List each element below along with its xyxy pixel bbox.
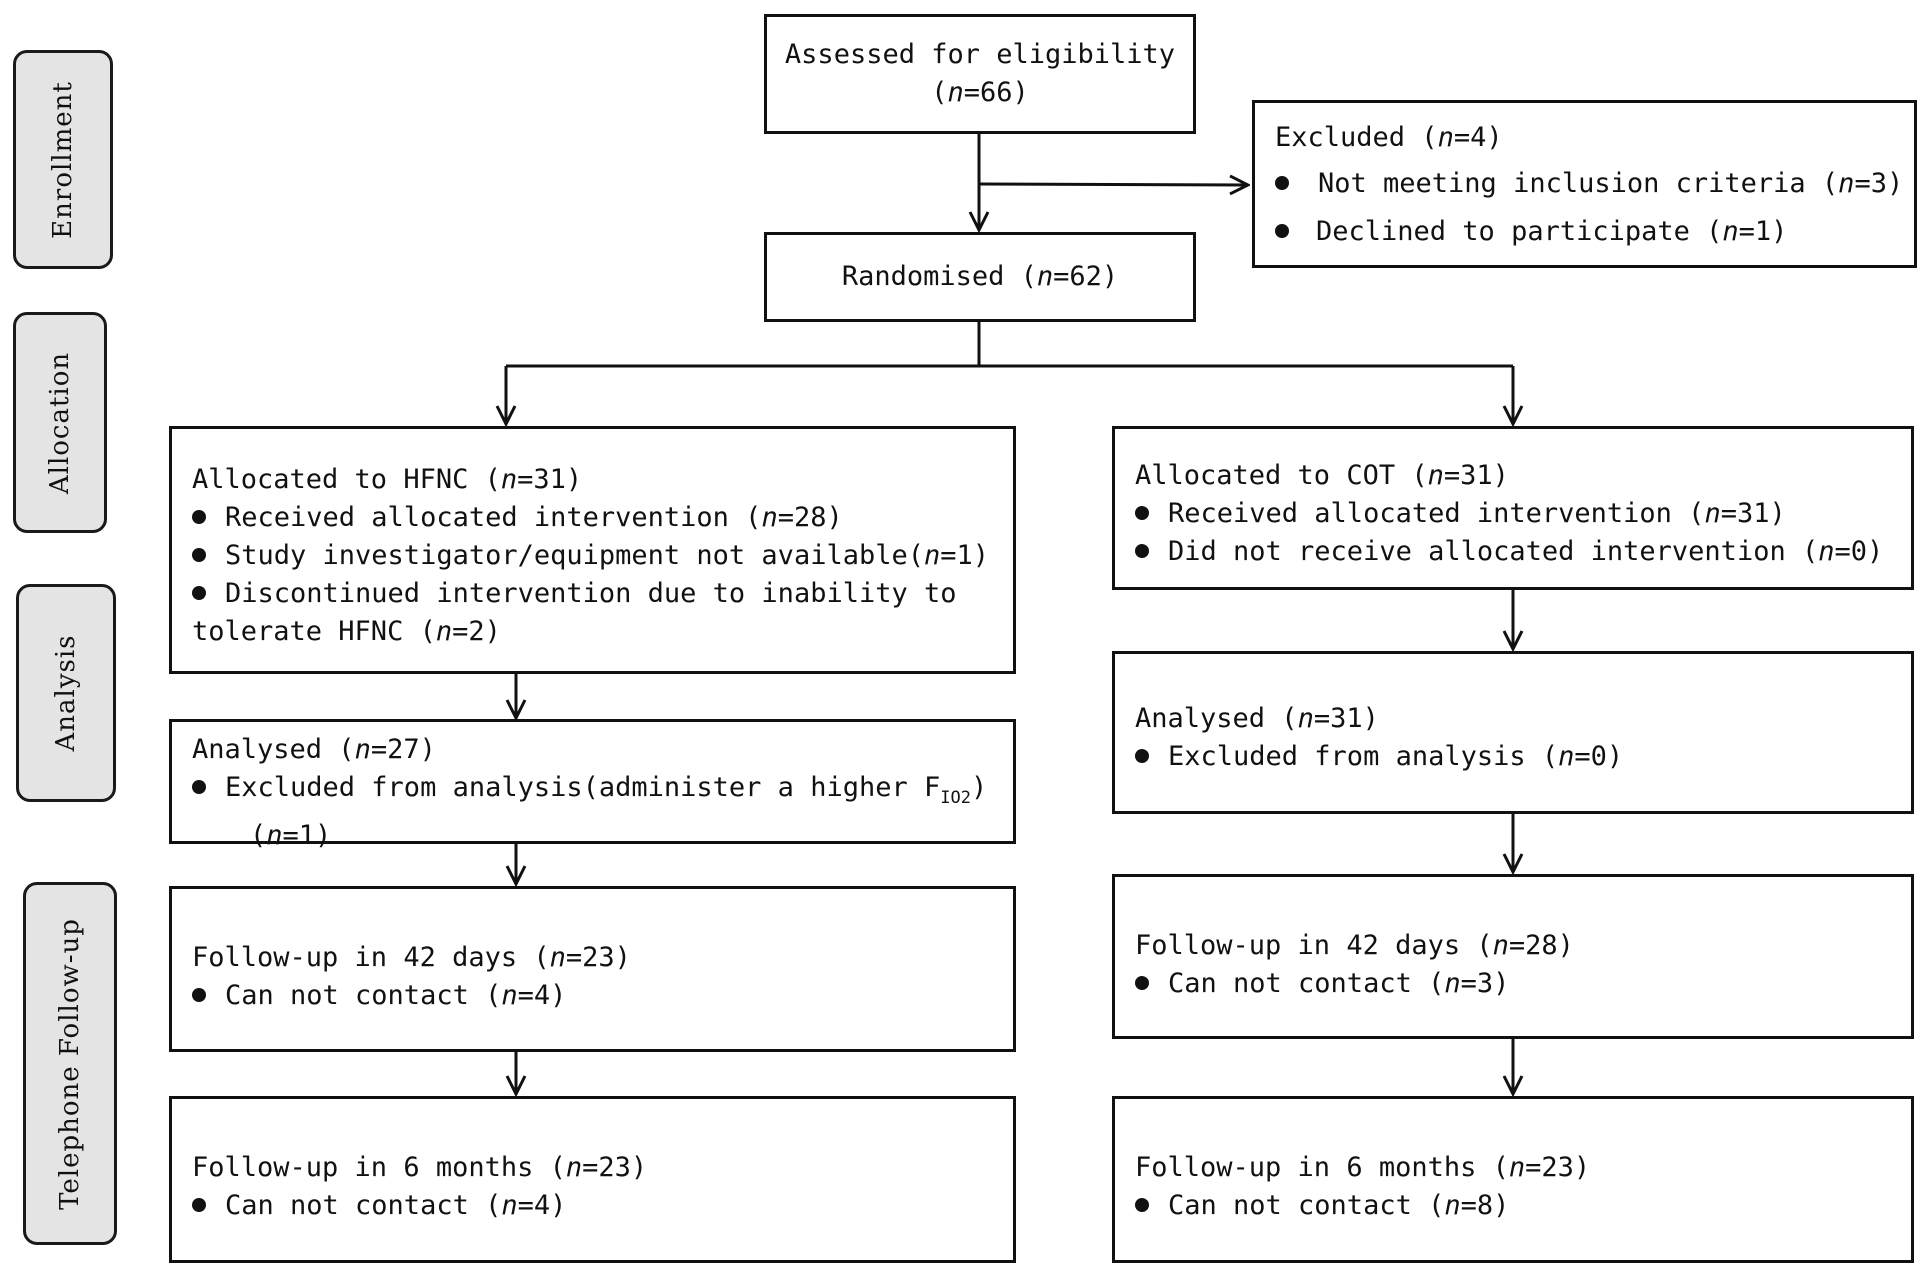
randomised-label: Randomised (n=62) [841,261,1119,292]
hfnc-analysis-excluded-count: (n=1) [250,820,332,851]
bullet-icon [192,988,206,1002]
stage-analysis-label: Analysis [51,634,81,752]
bullet-icon [1135,506,1149,520]
excluded-box: Excluded (n=4) Not meeting inclusion cri… [1252,100,1917,268]
hfnc-analysis-excluded: Excluded from analysis(administer a high… [192,769,1013,817]
stage-follow-up-label: Telephone Follow-up [55,917,85,1210]
hfnc-discontinued: Discontinued intervention due to inabili… [192,575,1013,613]
stage-follow-up: Telephone Follow-up [23,882,117,1245]
cot-not-received: Did not receive allocated intervention (… [1135,533,1911,571]
bullet-icon [1135,976,1149,990]
stage-allocation: Allocation [13,312,107,533]
hfnc-followup-6m-title: Follow-up in 6 months (n=23) [192,1152,648,1183]
excluded-title: Excluded (n=4) [1275,122,1503,153]
bullet-icon [192,586,206,600]
excluded-item-declined: Declined to participate (n=1) [1275,213,1914,251]
assessed-box: Assessed for eligibility (n=66) [764,14,1196,134]
cot-followup-6m-title: Follow-up in 6 months (n=23) [1135,1152,1591,1183]
excluded-item-inclusion: Not meeting inclusion criteria (n=3) [1275,165,1914,203]
assessed-count: (n=66) [931,77,1029,108]
bullet-icon [192,548,206,562]
bullet-icon [192,1198,206,1212]
assessed-label: Assessed for eligibility [784,39,1176,70]
stage-allocation-label: Allocation [45,351,75,494]
hfnc-received: Received allocated intervention (n=28) [192,499,1013,537]
hfnc-followup-42-lost: Can not contact (n=4) [192,977,1013,1015]
cot-followup-6m-lost: Can not contact (n=8) [1135,1187,1911,1225]
stage-enrollment-label: Enrollment [48,80,78,239]
cot-allocation-title: Allocated to COT (n=31) [1135,460,1509,491]
cot-allocation-box: Allocated to COT (n=31) Received allocat… [1112,426,1914,590]
hfnc-followup-6m-lost: Can not contact (n=4) [192,1187,1013,1225]
bullet-icon [1135,1198,1149,1212]
hfnc-discontinued-cont: tolerate HFNC (n=2) [192,616,501,647]
randomised-box: Randomised (n=62) [764,232,1196,322]
bullet-icon [1135,544,1149,558]
hfnc-followup-42-title: Follow-up in 42 days (n=23) [192,942,631,973]
bullet-icon [1275,224,1289,238]
stage-analysis: Analysis [16,584,116,802]
cot-analysis-title: Analysed (n=31) [1135,703,1379,734]
bullet-icon [192,510,206,524]
cot-followup-42-lost: Can not contact (n=3) [1135,965,1911,1003]
hfnc-followup-6m-box: Follow-up in 6 months (n=23) Can not con… [169,1096,1016,1263]
hfnc-analysis-box: Analysed (n=27) Excluded from analysis(a… [169,719,1016,851]
bullet-icon [1135,749,1149,763]
stage-enrollment: Enrollment [13,50,113,269]
arrow-to-excluded [978,184,1248,185]
bullet-icon [1275,176,1289,190]
cot-followup-6m-box: Follow-up in 6 months (n=23) Can not con… [1112,1096,1914,1263]
hfnc-allocation-box: Allocated to HFNC (n=31) Received alloca… [169,426,1016,674]
hfnc-allocation-title: Allocated to HFNC (n=31) [192,464,583,495]
cot-followup-42-box: Follow-up in 42 days (n=28) Can not cont… [1112,874,1914,1039]
cot-followup-42-title: Follow-up in 42 days (n=28) [1135,930,1574,961]
cot-analysis-excluded: Excluded from analysis (n=0) [1135,738,1911,776]
hfnc-followup-42-box: Follow-up in 42 days (n=23) Can not cont… [169,886,1016,1052]
hfnc-not-available: Study investigator/equipment not availab… [192,537,1013,575]
bullet-icon [192,780,206,794]
hfnc-analysis-title: Analysed (n=27) [192,734,436,765]
cot-analysis-box: Analysed (n=31) Excluded from analysis (… [1112,651,1914,814]
cot-received: Received allocated intervention (n=31) [1135,495,1911,533]
